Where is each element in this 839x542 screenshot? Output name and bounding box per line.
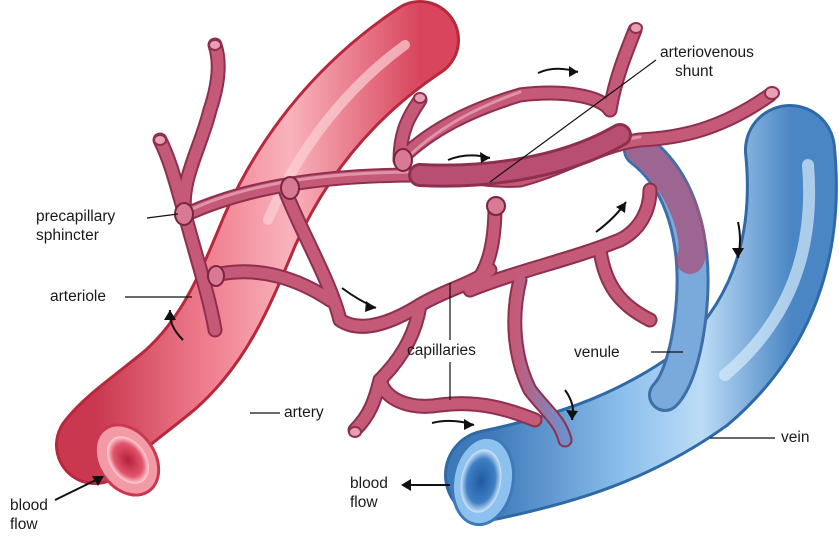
- label-line: shunt: [660, 62, 754, 81]
- leader-line-sphincter: [147, 214, 178, 218]
- label-venule: venule: [574, 343, 620, 362]
- label-line: arteriovenous: [660, 43, 754, 62]
- label-line: arteriole: [50, 287, 106, 306]
- label-line: venule: [574, 343, 620, 362]
- label-arteriovenous-shunt: arteriovenous shunt: [660, 43, 754, 81]
- label-arteriole: arteriole: [50, 287, 106, 306]
- label-blood-flow-out: blood flow: [350, 474, 388, 512]
- label-line: sphincter: [36, 226, 115, 245]
- label-capillaries: capillaries: [407, 341, 476, 360]
- label-line: blood: [10, 496, 48, 515]
- label-line: flow: [350, 493, 388, 512]
- label-blood-flow-in: blood flow: [10, 496, 48, 534]
- label-line: blood: [350, 474, 388, 493]
- label-vein: vein: [781, 428, 809, 447]
- label-line: artery: [284, 403, 324, 422]
- flow-arrow: [55, 478, 100, 500]
- label-line: precapillary: [36, 207, 115, 226]
- label-line: capillaries: [407, 341, 476, 360]
- label-line: vein: [781, 428, 809, 447]
- label-artery: artery: [284, 403, 324, 422]
- label-precapillary-sphincter: precapillary sphincter: [36, 207, 115, 245]
- label-line: flow: [10, 515, 48, 534]
